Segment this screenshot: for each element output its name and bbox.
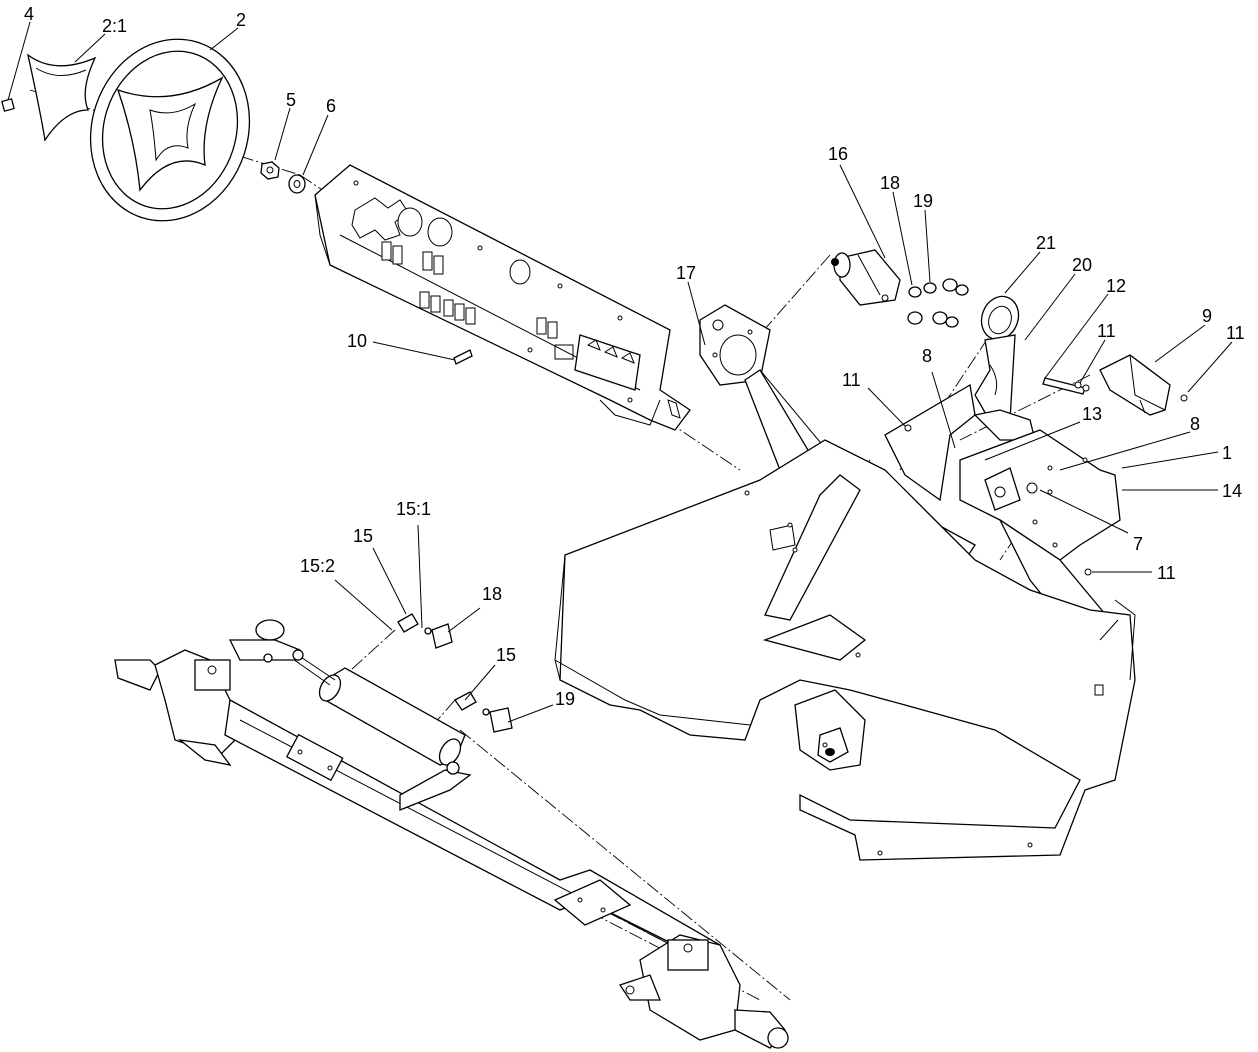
callout-18-cylinder: 18 <box>482 584 502 604</box>
callout-21: 21 <box>1036 233 1056 253</box>
callout-15-2: 15:2 <box>300 556 335 576</box>
callout-6: 6 <box>326 96 336 116</box>
callout-labels: 4 2:1 2 5 6 16 18 19 21 20 12 9 11 11 17… <box>24 4 1245 709</box>
callout-1: 1 <box>1222 443 1232 463</box>
callout-19-cylinder: 19 <box>555 689 575 709</box>
callout-20: 20 <box>1072 255 1092 275</box>
callout-14: 14 <box>1222 481 1242 501</box>
valve-fittings <box>907 278 969 328</box>
callout-8-upper: 8 <box>922 346 932 366</box>
callout-15-1: 15:1 <box>396 499 431 519</box>
callout-7: 7 <box>1133 534 1143 554</box>
floor-pan <box>554 439 1136 861</box>
callout-5: 5 <box>286 90 296 110</box>
steering-wheel-cap <box>1 53 97 142</box>
callout-18-valve: 18 <box>880 173 900 193</box>
nut-and-washer <box>260 161 306 194</box>
callout-11-rod: 11 <box>1097 321 1116 341</box>
front-axle <box>114 619 789 1049</box>
callout-12: 12 <box>1106 276 1126 296</box>
steering-wheel <box>89 38 251 222</box>
steering-cylinder <box>279 644 466 766</box>
callout-11-bracket: 11 <box>842 370 861 390</box>
callout-10: 10 <box>347 331 367 351</box>
dash-panel <box>314 164 691 431</box>
callout-9: 9 <box>1202 306 1212 326</box>
leader-lines <box>7 21 1233 723</box>
rod-12 <box>1042 377 1090 395</box>
callout-8-lower: 8 <box>1190 414 1200 434</box>
screw-10 <box>453 349 473 365</box>
callout-11-frame: 11 <box>1157 563 1176 583</box>
callout-17: 17 <box>676 263 696 283</box>
cylinder-fittings <box>397 613 513 733</box>
callout-15-upper: 15 <box>353 526 373 546</box>
callout-2: 2 <box>236 10 246 30</box>
module-9 <box>1099 354 1188 416</box>
callout-4: 4 <box>24 4 34 24</box>
callout-19-valve: 19 <box>913 191 933 211</box>
callout-13: 13 <box>1082 404 1102 424</box>
callout-2-1: 2:1 <box>102 16 127 36</box>
callout-15-lower: 15 <box>496 645 516 665</box>
callout-11-module: 11 <box>1226 323 1245 343</box>
pedal-assembly <box>974 295 1020 431</box>
callout-16: 16 <box>828 144 848 164</box>
steering-valve <box>831 249 901 306</box>
